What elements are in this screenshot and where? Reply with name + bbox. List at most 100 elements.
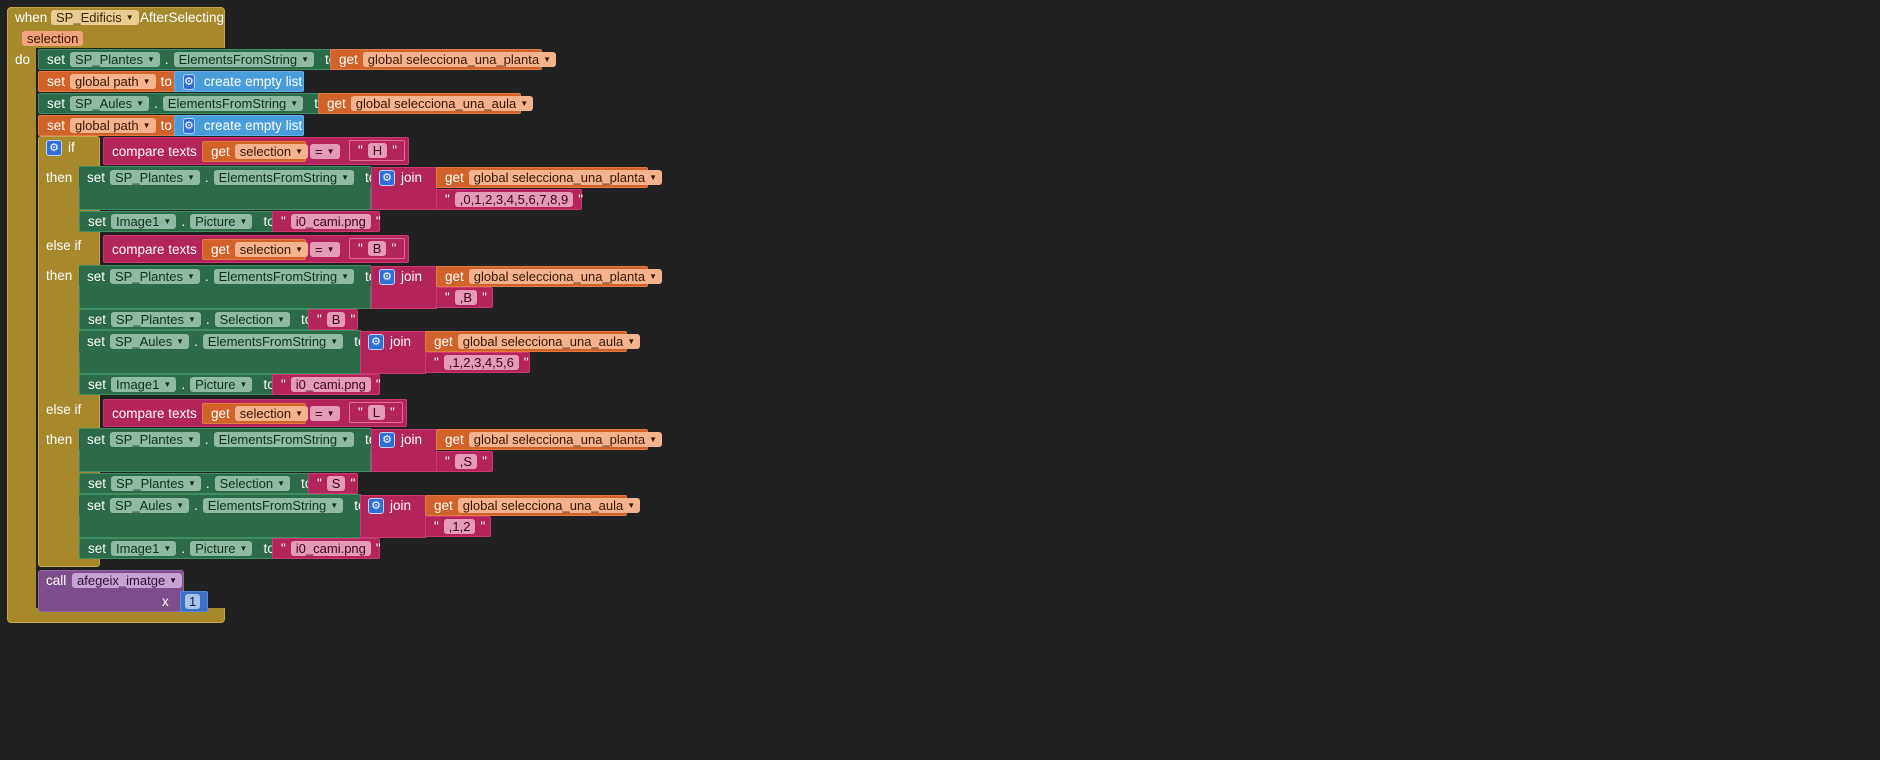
text-literal-aules-l[interactable]: " ,1,2 " <box>425 516 491 537</box>
set-image-picture-then3[interactable]: set Image1▼ . Picture▼ to <box>79 538 275 559</box>
property-dropdown-efs[interactable]: ElementsFromString▼ <box>202 498 344 513</box>
gear-icon[interactable]: ⚙ <box>183 73 195 90</box>
set-aules-efs-then3[interactable]: set SP_Aules▼ . ElementsFromString▼ to <box>79 495 365 516</box>
component-dropdown-image[interactable]: Image1▼ <box>111 541 177 556</box>
component-dropdown-aules[interactable]: SP_Aules▼ <box>110 498 190 513</box>
variable-dropdown-selection[interactable]: selection▼ <box>234 406 309 421</box>
gear-icon[interactable]: ⚙ <box>379 170 395 186</box>
text-value[interactable]: B <box>367 241 387 256</box>
event-component-dropdown[interactable]: SP_Edificis▼ <box>51 10 139 25</box>
variable-dropdown-planta[interactable]: global selecciona_una_planta▼ <box>468 170 663 185</box>
create-empty-list-block-1[interactable]: ⚙ create empty list <box>174 71 304 92</box>
gear-icon[interactable]: ⚙ <box>379 269 395 285</box>
get-aula-join-then2[interactable]: get global selecciona_una_aula▼ <box>425 331 641 352</box>
property-dropdown-efs[interactable]: ElementsFromString▼ <box>213 269 355 284</box>
number-value[interactable]: 1 <box>185 594 201 609</box>
text-literal-img[interactable]: " i0_cami.png " <box>272 374 381 395</box>
operator-dropdown[interactable]: =▼ <box>310 144 340 159</box>
event-parameter-selection[interactable]: selection <box>22 31 84 46</box>
set-plantes-selection-then2[interactable]: set SP_Plantes▼ . Selection▼ to <box>79 309 312 330</box>
text-literal-l[interactable]: " L " <box>349 402 403 423</box>
variable-dropdown-aula[interactable]: global selecciona_una_aula▼ <box>457 334 641 349</box>
property-dropdown-picture[interactable]: Picture▼ <box>190 214 253 229</box>
get-selection-block[interactable]: get selection▼ <box>202 239 309 260</box>
component-dropdown-plantes[interactable]: SP_Plantes▼ <box>110 170 200 185</box>
text-literal-aules-b[interactable]: " ,1,2,3,4,5,6 " <box>425 352 530 373</box>
set-image-picture-then1[interactable]: set Image1▼ . Picture▼ to <box>79 211 275 232</box>
create-empty-list-block-2[interactable]: ⚙ create empty list <box>174 115 304 136</box>
gear-icon[interactable]: ⚙ <box>379 432 395 448</box>
set-aules-elements-block[interactable]: set SP_Aules▼ . ElementsFromString▼ to <box>38 93 325 114</box>
get-planta-join-then1[interactable]: get global selecciona_una_planta▼ <box>436 167 663 188</box>
number-literal-block[interactable]: 1 <box>180 591 208 612</box>
property-dropdown-selection[interactable]: Selection▼ <box>214 476 291 491</box>
get-planta-join-then2[interactable]: get global selecciona_una_planta▼ <box>436 266 663 287</box>
text-value[interactable]: i0_cami.png <box>290 541 371 556</box>
get-selection-block[interactable]: get selection▼ <box>202 403 309 424</box>
text-literal-img[interactable]: " i0_cami.png " <box>272 211 381 232</box>
get-aula-join-then3[interactable]: get global selecciona_una_aula▼ <box>425 495 641 516</box>
text-value[interactable]: i0_cami.png <box>290 214 371 229</box>
set-image-picture-then2[interactable]: set Image1▼ . Picture▼ to <box>79 374 275 395</box>
text-literal-s-selection[interactable]: " S " <box>308 473 358 494</box>
text-literal-b[interactable]: " B " <box>349 238 405 259</box>
property-dropdown-picture[interactable]: Picture▼ <box>190 377 253 392</box>
text-literal-b-selection[interactable]: " B " <box>308 309 358 330</box>
component-dropdown-plantes[interactable]: SP_Plantes▼ <box>110 432 200 447</box>
set-plantes-selection-then3[interactable]: set SP_Plantes▼ . Selection▼ to <box>79 473 312 494</box>
text-value[interactable]: L <box>367 405 386 420</box>
text-value[interactable]: S <box>326 476 346 491</box>
text-value[interactable]: ,1,2,3,4,5,6 <box>443 355 519 370</box>
get-planta-block[interactable]: get global selecciona_una_planta▼ <box>330 49 557 70</box>
property-dropdown-selection[interactable]: Selection▼ <box>214 312 291 327</box>
gear-icon[interactable]: ⚙ <box>368 334 384 350</box>
text-literal-img[interactable]: " i0_cami.png " <box>272 538 381 559</box>
variable-dropdown-selection[interactable]: selection▼ <box>234 242 309 257</box>
text-literal-h[interactable]: " H " <box>349 140 405 161</box>
gear-icon[interactable]: ⚙ <box>46 140 62 156</box>
text-literal-comma-s[interactable]: " ,S " <box>436 451 493 472</box>
component-dropdown-aules[interactable]: SP_Aules▼ <box>70 96 150 111</box>
set-plantes-efs-then3[interactable]: set SP_Plantes▼ . ElementsFromString▼ to <box>79 429 376 450</box>
variable-dropdown-selection[interactable]: selection▼ <box>234 144 309 159</box>
get-selection-block[interactable]: get selection▼ <box>202 141 309 162</box>
variable-dropdown-path[interactable]: global path▼ <box>70 74 156 89</box>
get-aula-block[interactable]: get global selecciona_una_aula▼ <box>318 93 534 114</box>
set-plantes-elements-block[interactable]: set SP_Plantes▼ . ElementsFromString▼ to <box>38 49 336 70</box>
property-dropdown-efs[interactable]: ElementsFromString▼ <box>162 96 304 111</box>
text-value[interactable]: B <box>326 312 346 327</box>
variable-dropdown-planta[interactable]: global selecciona_una_planta▼ <box>468 269 663 284</box>
component-dropdown-plantes[interactable]: SP_Plantes▼ <box>111 476 201 491</box>
gear-icon[interactable]: ⚙ <box>368 498 384 514</box>
gear-icon[interactable]: ⚙ <box>183 117 195 134</box>
get-planta-join-then3[interactable]: get global selecciona_una_planta▼ <box>436 429 663 450</box>
text-value[interactable]: ,0,1,2,3,4,5,6,7,8,9 <box>454 192 574 207</box>
procedure-dropdown[interactable]: afegeix_imatge▼ <box>72 573 183 588</box>
component-dropdown-image[interactable]: Image1▼ <box>111 377 177 392</box>
operator-dropdown[interactable]: =▼ <box>310 406 340 421</box>
variable-dropdown-aula[interactable]: global selecciona_una_aula▼ <box>457 498 641 513</box>
variable-dropdown-planta[interactable]: global selecciona_una_planta▼ <box>362 52 557 67</box>
variable-dropdown-aula[interactable]: global selecciona_una_aula▼ <box>350 96 534 111</box>
component-dropdown-image[interactable]: Image1▼ <box>111 214 177 229</box>
set-plantes-efs-then1[interactable]: set SP_Plantes▼ . ElementsFromString▼ to <box>79 167 376 188</box>
property-dropdown-efs[interactable]: ElementsFromString▼ <box>213 432 355 447</box>
property-dropdown-efs[interactable]: ElementsFromString▼ <box>213 170 355 185</box>
variable-dropdown-planta[interactable]: global selecciona_una_planta▼ <box>468 432 663 447</box>
component-dropdown-plantes[interactable]: SP_Plantes▼ <box>111 312 201 327</box>
text-literal-comma-b[interactable]: " ,B " <box>436 287 493 308</box>
set-plantes-efs-then2[interactable]: set SP_Plantes▼ . ElementsFromString▼ to <box>79 266 376 287</box>
property-dropdown-efs[interactable]: ElementsFromString▼ <box>202 334 344 349</box>
variable-dropdown-path[interactable]: global path▼ <box>70 118 156 133</box>
component-dropdown-aules[interactable]: SP_Aules▼ <box>110 334 190 349</box>
text-value[interactable]: i0_cami.png <box>290 377 371 392</box>
operator-dropdown[interactable]: =▼ <box>310 242 340 257</box>
set-aules-efs-then2[interactable]: set SP_Aules▼ . ElementsFromString▼ to <box>79 331 365 352</box>
text-value[interactable]: ,S <box>454 454 478 469</box>
text-literal-digits[interactable]: " ,0,1,2,3,4,5,6,7,8,9 " <box>436 189 583 210</box>
set-path-block-2[interactable]: set global path▼ to <box>38 115 178 136</box>
text-value[interactable]: ,1,2 <box>443 519 476 534</box>
text-value[interactable]: ,B <box>454 290 478 305</box>
set-path-block-1[interactable]: set global path▼ to <box>38 71 178 92</box>
component-dropdown-plantes[interactable]: SP_Plantes▼ <box>70 52 160 67</box>
